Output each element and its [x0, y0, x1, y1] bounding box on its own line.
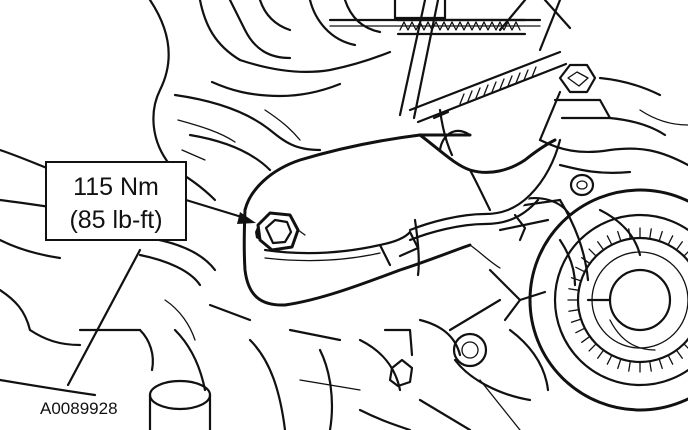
spline-tooth [675, 349, 683, 359]
torque-lbft-label: (85 lb-ft) [69, 206, 162, 234]
spline-tooth [658, 230, 663, 242]
bottom-left-mechanism [148, 328, 402, 430]
spline-tooth [606, 235, 613, 246]
spline-tooth [588, 343, 597, 352]
torque-nm-label: 115 Nm [73, 173, 159, 201]
spline-tooth [617, 358, 622, 370]
bottom-bolts [358, 268, 550, 430]
spline-tooth [597, 241, 605, 251]
spline-tooth [683, 343, 688, 349]
spline-tooth [581, 257, 591, 265]
spline-tooth [617, 230, 622, 242]
right-casting [488, 109, 688, 282]
torque-bolt [255, 211, 306, 252]
spline-tooth [675, 241, 683, 251]
spline-tooth [575, 327, 586, 334]
spline-tooth [588, 248, 597, 257]
spline-tooth [667, 235, 674, 246]
spline-tooth [581, 335, 591, 343]
spline-tooth [658, 358, 663, 370]
spline-tooth [575, 266, 586, 273]
spline-tooth [628, 360, 631, 372]
spline-tooth [683, 251, 688, 257]
torque-callout: 115 Nm (85 lb-ft) [45, 161, 187, 241]
reference-leader [66, 248, 142, 387]
leader-arrow [184, 198, 256, 224]
spline-tooth [597, 349, 605, 359]
spline-tooth [649, 360, 652, 372]
spline-tooth [570, 277, 582, 282]
figure-reference-id: A0089928 [40, 399, 118, 418]
upper-hoses [308, 0, 572, 124]
upper-left-engine-parts [148, 0, 392, 202]
spline-tooth [606, 354, 613, 365]
spline-tooth [568, 309, 580, 312]
spline-tooth [570, 318, 582, 323]
callout-box [45, 161, 187, 241]
upper-hex-nut [538, 63, 667, 142]
wheel-hub [528, 188, 688, 412]
spline-tooth [568, 288, 580, 291]
heat-shield-bracket [242, 108, 562, 307]
spline-tooth [667, 354, 674, 365]
spline-tooth [649, 228, 652, 240]
